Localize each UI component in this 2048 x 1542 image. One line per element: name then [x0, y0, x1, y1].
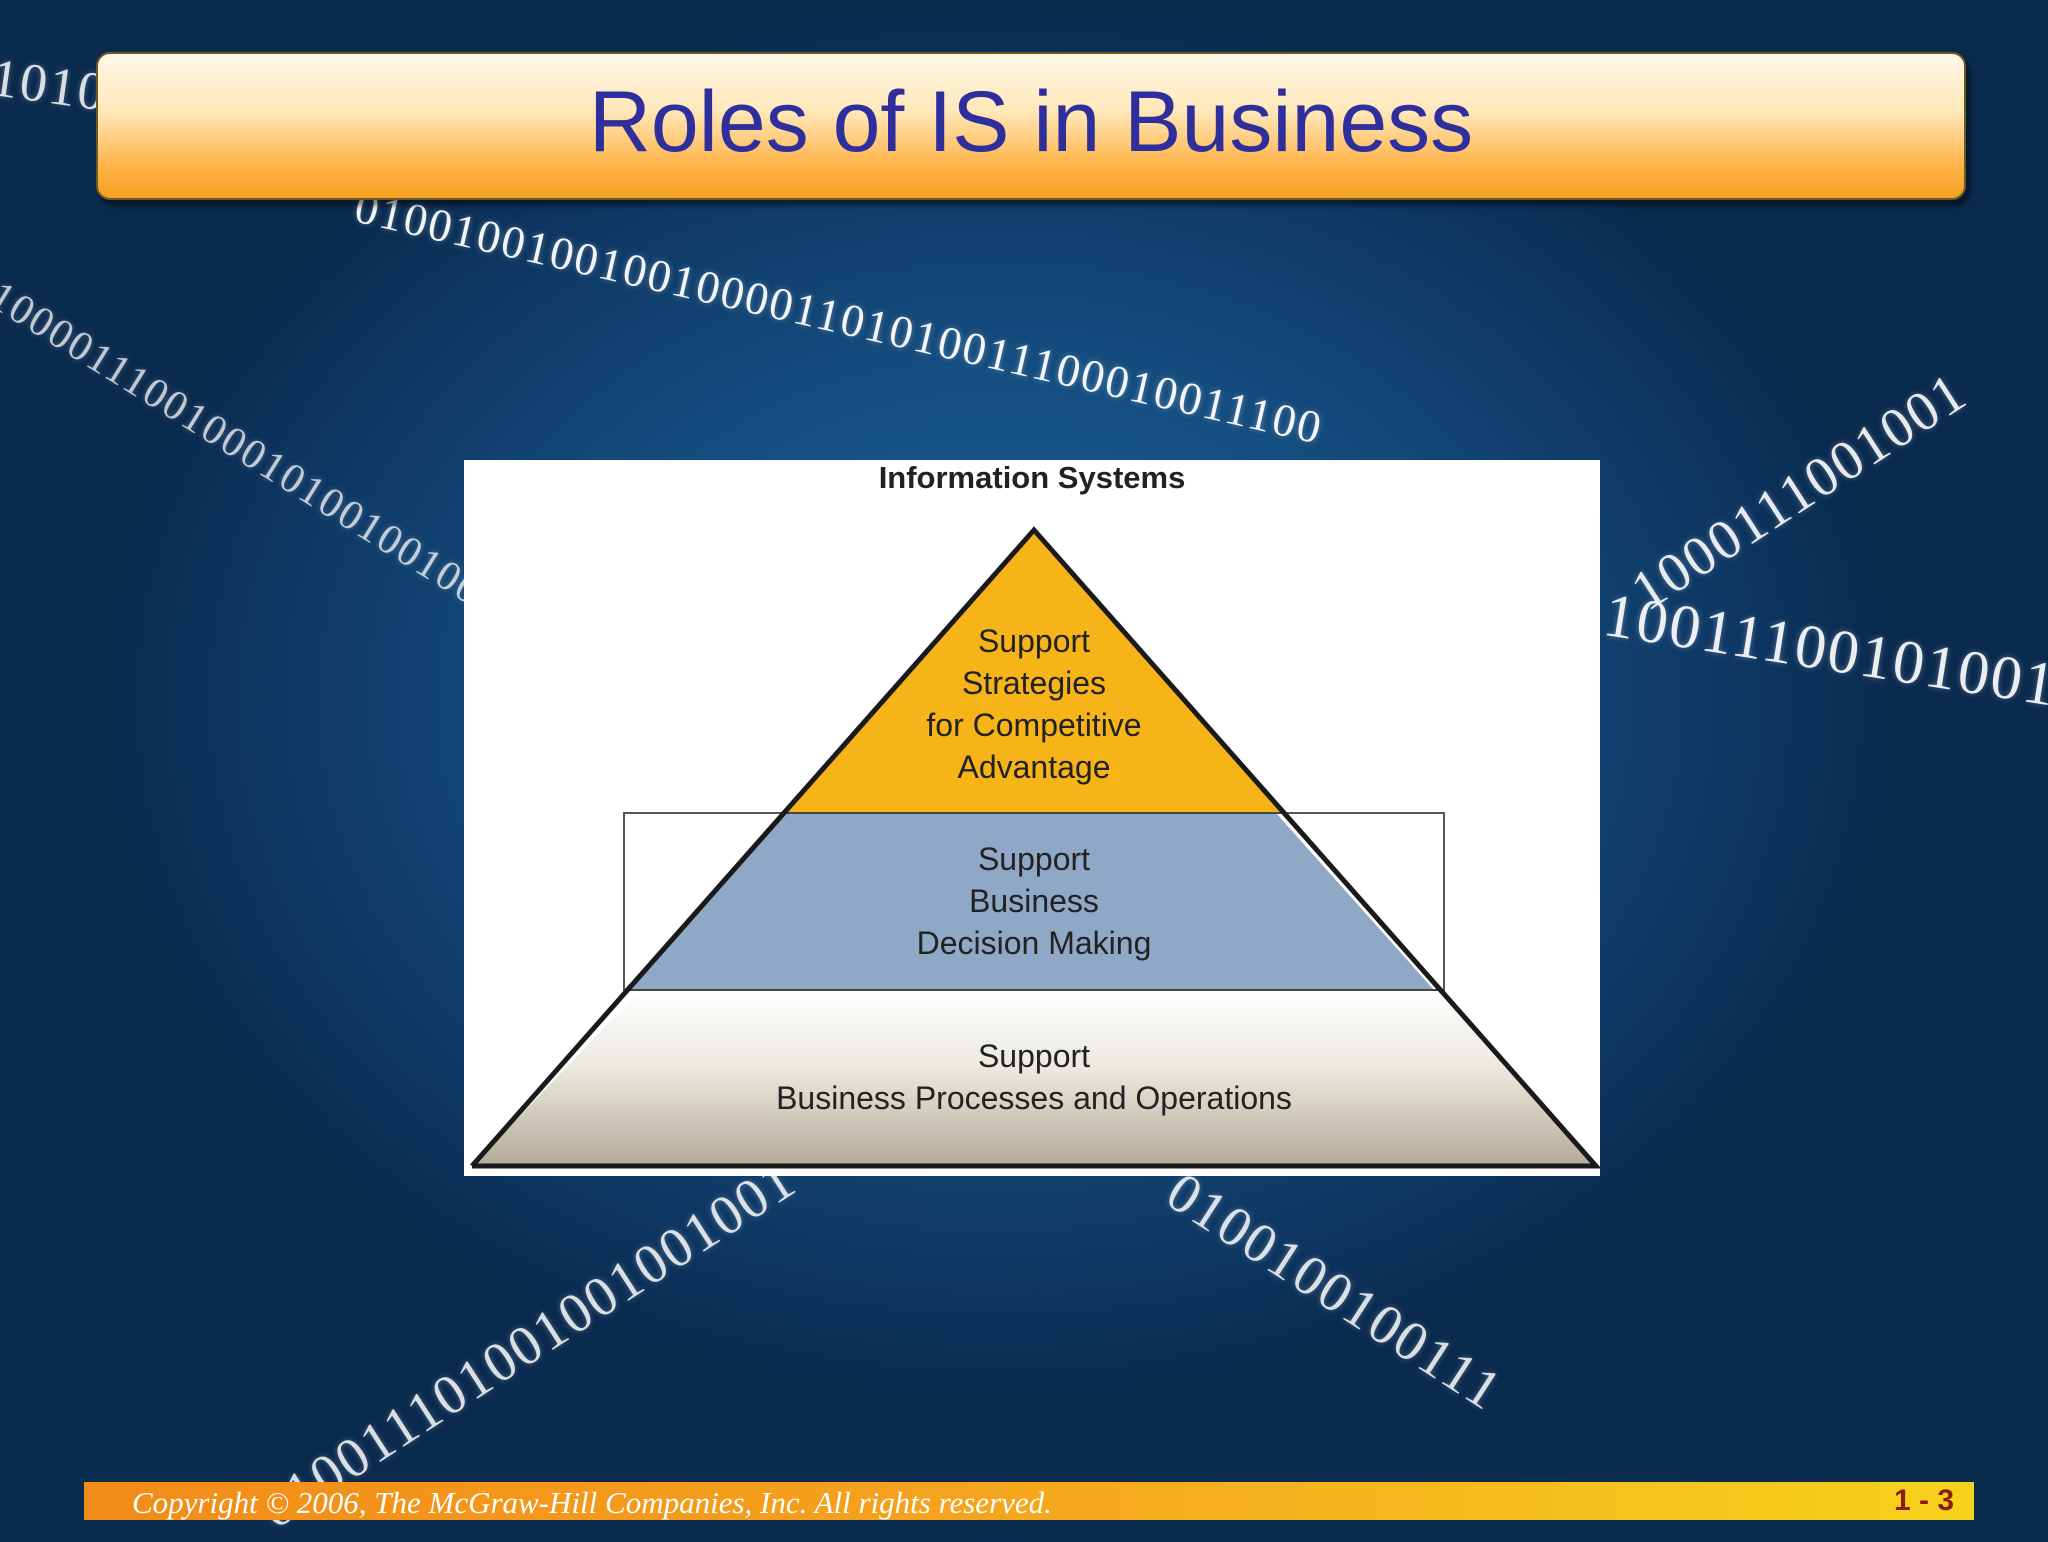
tier-operations-label-1: Support — [978, 1038, 1090, 1074]
tier-strategies-label-1: Support — [978, 623, 1090, 659]
tier-decision-label-3: Decision Making — [917, 925, 1152, 961]
slide-title: Roles of IS in Business — [588, 73, 1474, 170]
tier-strategies-label-2: Strategies — [962, 665, 1106, 701]
tier-strategies-label-3: for Competitive — [926, 707, 1141, 743]
pyramid-outline — [470, 526, 1600, 1169]
pyramid-tier-decision-making — [624, 813, 1434, 990]
copyright-notice: Copyright © 2006, The McGraw-Hill Compan… — [132, 1485, 1052, 1520]
page-number: 1 - 3 — [1893, 1484, 1954, 1517]
pyramid-figure: Information Systems Support Strategies f… — [464, 460, 1600, 1176]
binary-stream-top-left: 1010 — [0, 46, 111, 123]
footer-bar: Copyright © 2006, The McGraw-Hill Compan… — [84, 1482, 1974, 1520]
tier-operations-label-2: Business Processes and Operations — [776, 1080, 1292, 1116]
title-bar: Roles of IS in Business — [96, 52, 1966, 200]
pyramid-tier-strategies — [784, 530, 1281, 813]
tier-decision-label-2: Business — [969, 883, 1099, 919]
binary-stream-right-upper: 1000111001001 — [1620, 360, 1978, 623]
diagram-heading: Information Systems — [879, 460, 1186, 495]
binary-stream-top: 0100100100100100001101010011100010011100 — [350, 180, 1328, 454]
pyramid-tier-operations — [472, 990, 1596, 1166]
tier-strategies-label-4: Advantage — [957, 749, 1110, 785]
tier-decision-label-1: Support — [978, 841, 1090, 877]
binary-stream-right-lower: 1001110010100100111001010 — [1599, 580, 2048, 776]
binary-stream-bottom-right: 0100100100111 — [1155, 1160, 1514, 1423]
pyramid-diagram: Information Systems Support Strategies f… — [470, 460, 1600, 1169]
